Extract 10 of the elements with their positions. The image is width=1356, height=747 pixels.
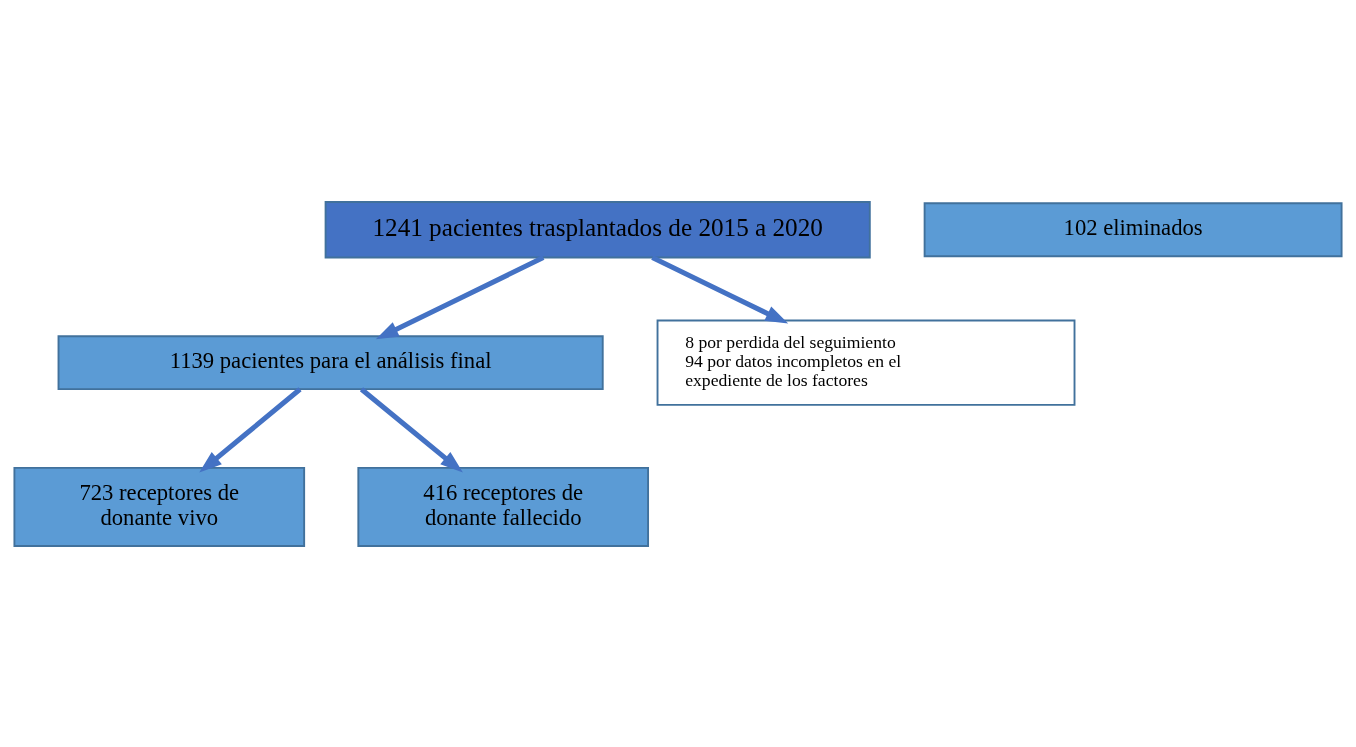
arrow <box>199 386 302 473</box>
node-box: 1241 pacientes trasplantados de 2015 a 2020 <box>324 200 871 258</box>
arrow <box>359 386 463 473</box>
node-box: 8 por perdida del seguimiento 94 por datos incompletos en el expediente de los factores <box>656 319 1076 406</box>
node-box: 723 receptores de donante vivo <box>13 466 306 547</box>
node-box: 102 eliminados <box>923 201 1343 257</box>
node-box: 416 receptores de donante fallecido <box>357 466 650 547</box>
arrow <box>651 254 789 324</box>
node-box: 1139 pacientes para el análisis final <box>57 334 604 390</box>
arrow <box>375 254 545 339</box>
